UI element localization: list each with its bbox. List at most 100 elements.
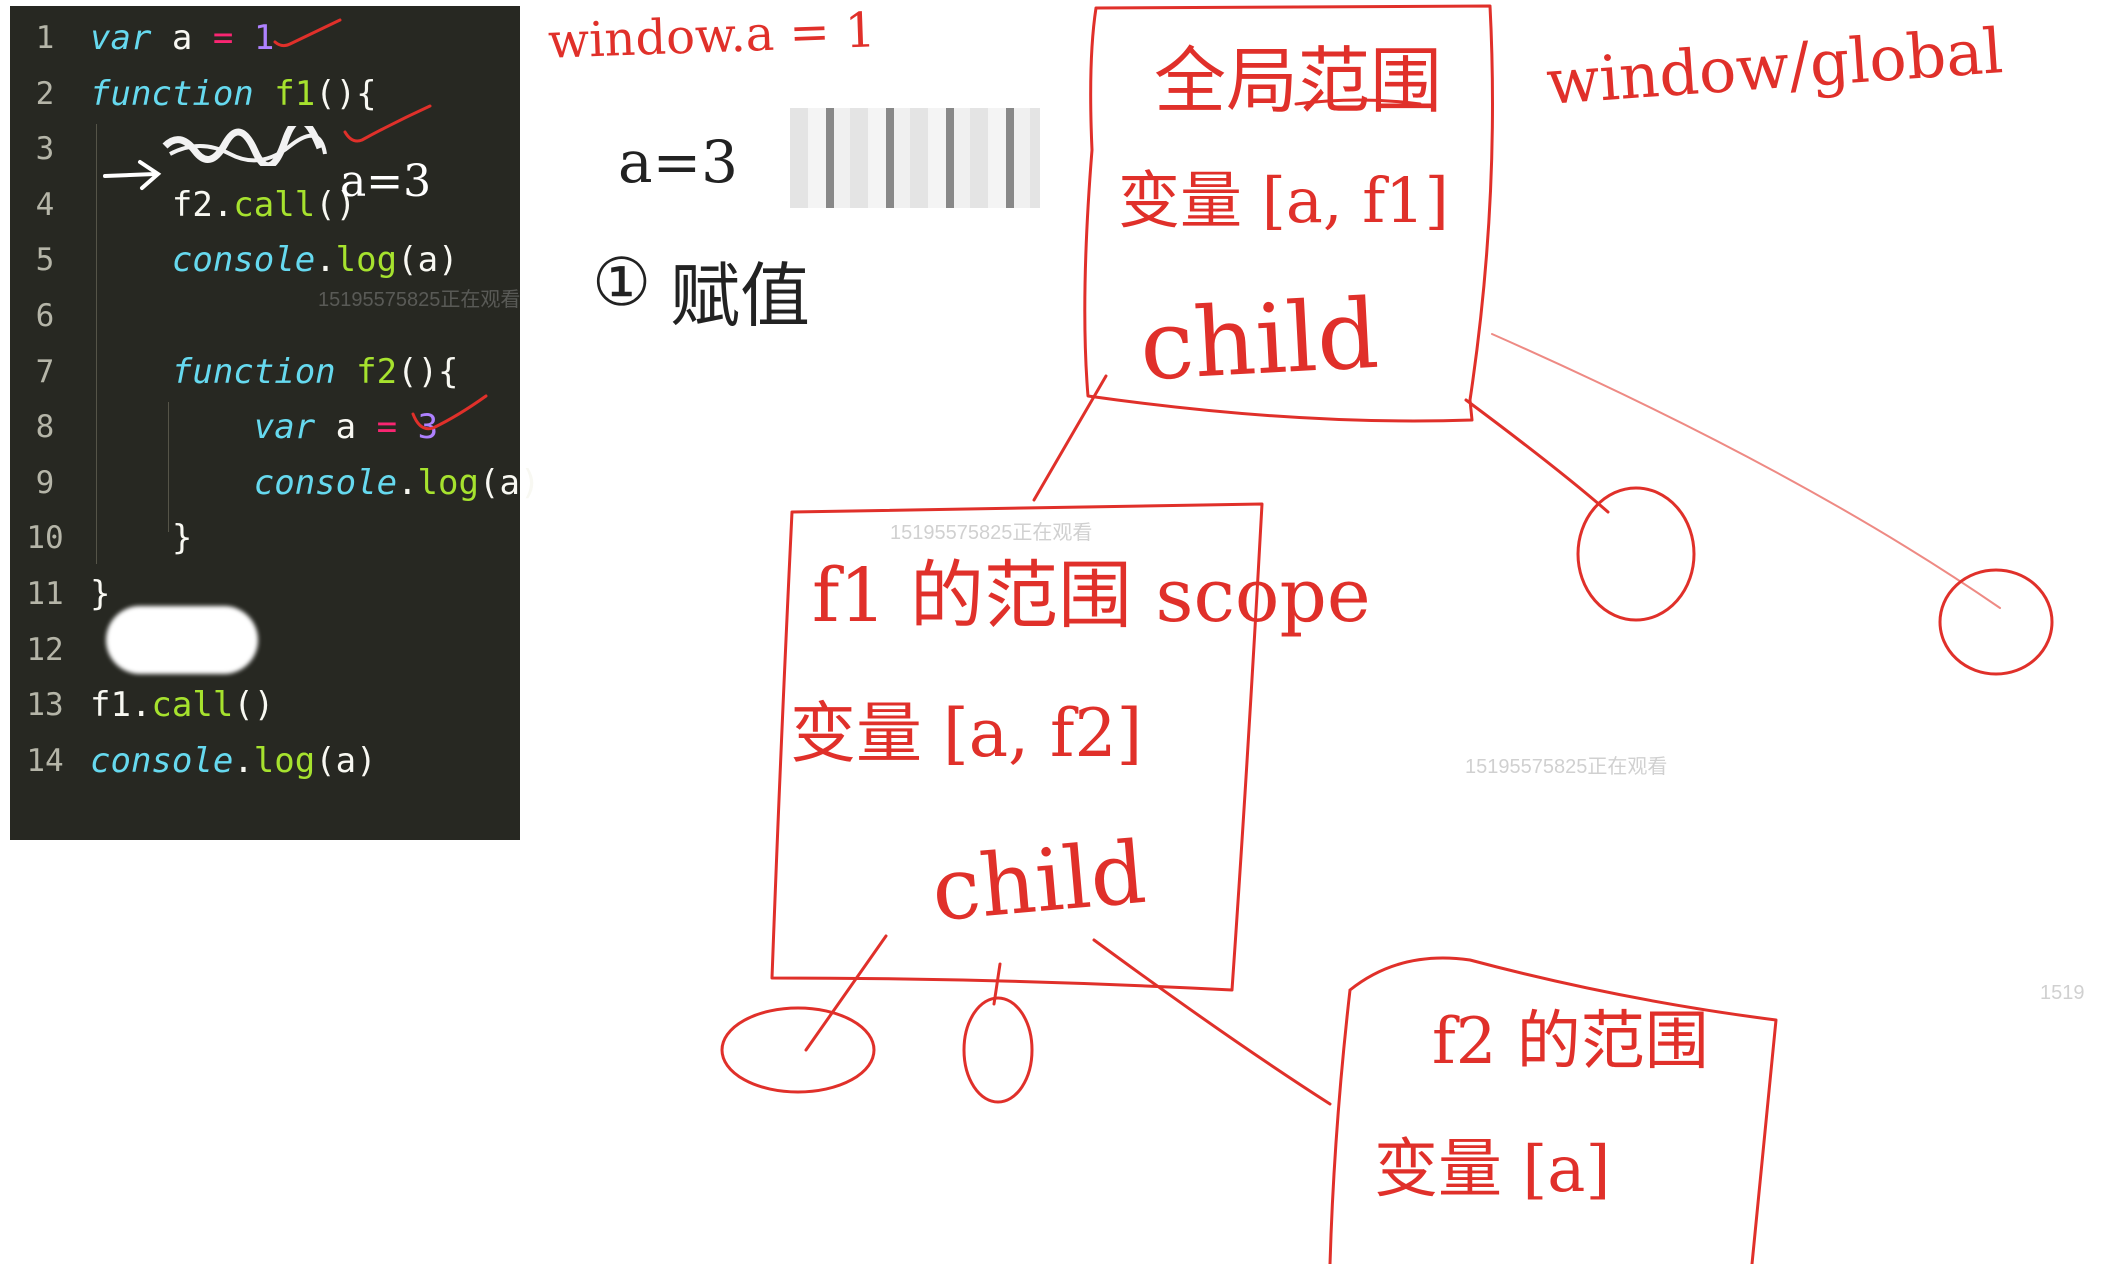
code-line[interactable]: 9 console.log(a) bbox=[10, 455, 541, 511]
code-line[interactable]: 12 bbox=[10, 622, 520, 678]
code-token: var bbox=[253, 407, 316, 448]
step-1-label: 赋值 bbox=[670, 255, 810, 337]
check-mark-line1 bbox=[273, 18, 342, 48]
annotation-a-eq-3-code: a=3 bbox=[340, 156, 432, 207]
f1-scope-child: child bbox=[928, 822, 1150, 942]
line-number: 14 bbox=[26, 742, 64, 779]
child-circle bbox=[1938, 568, 2054, 676]
code-token: (a) bbox=[478, 462, 541, 503]
child-circle bbox=[1576, 486, 1696, 622]
code-token: f2 bbox=[356, 351, 398, 392]
erased-blob bbox=[106, 606, 258, 674]
line-number: 7 bbox=[35, 353, 55, 390]
code-line[interactable]: 2 function f1(){ bbox=[10, 66, 520, 122]
code-line[interactable]: 14 console.log(a) bbox=[10, 732, 520, 789]
line-number: 5 bbox=[35, 242, 55, 279]
watermark: 15195575825正在观看 bbox=[890, 522, 1093, 544]
code-token: a bbox=[151, 18, 213, 58]
code-line[interactable]: 6 bbox=[10, 288, 520, 344]
code-token: (a) bbox=[397, 240, 459, 281]
code-text[interactable]: function f1(){ bbox=[90, 66, 377, 122]
line-number: 3 bbox=[35, 131, 55, 168]
code-token: = bbox=[212, 18, 234, 58]
check-mark-line3 bbox=[343, 104, 432, 143]
code-token: } bbox=[90, 518, 193, 559]
code-token: . bbox=[315, 240, 336, 281]
code-token: (a) bbox=[315, 740, 377, 781]
line-number: 1 bbox=[35, 20, 55, 56]
child-circle bbox=[720, 1006, 876, 1094]
code-token: var bbox=[90, 18, 152, 58]
code-token: log bbox=[417, 462, 479, 503]
global-scope-box bbox=[1083, 4, 1494, 423]
code-line[interactable]: 11} bbox=[10, 566, 520, 622]
code-line[interactable]: 3 bbox=[10, 121, 520, 177]
line-number: 13 bbox=[26, 687, 64, 724]
code-token: () bbox=[315, 184, 357, 225]
f1-scope-box bbox=[770, 502, 1264, 992]
watermark: 1519 bbox=[2040, 982, 2085, 1004]
code-token: f1 bbox=[274, 73, 316, 114]
code-token: function bbox=[171, 351, 336, 392]
code-token: = bbox=[376, 407, 398, 448]
global-to-f1-line bbox=[1032, 374, 1108, 502]
f1-scope-title: f1 的范围 scope bbox=[812, 553, 1371, 639]
code-token: 1 bbox=[253, 18, 275, 58]
code-token: console bbox=[253, 462, 398, 503]
indent-guide bbox=[96, 124, 97, 564]
f2-scope-vars: 变量 [a] bbox=[1374, 1133, 1611, 1207]
code-text[interactable]: var a = 1 bbox=[90, 10, 274, 66]
line-number: 11 bbox=[26, 576, 64, 612]
code-line[interactable]: 13 f1.call() bbox=[10, 677, 520, 733]
annotation-a-eq-3: a=3 bbox=[618, 128, 739, 196]
global-scope-title: 全局范围 bbox=[1154, 39, 1443, 123]
code-text[interactable]: f2.call() bbox=[90, 177, 356, 233]
code-token: a bbox=[315, 407, 377, 448]
indent-guide bbox=[168, 402, 169, 532]
code-token: (){ bbox=[315, 73, 377, 114]
code-line[interactable]: 4 f2.call() bbox=[10, 177, 520, 233]
code-token: (){ bbox=[397, 351, 459, 392]
code-token: call bbox=[233, 184, 316, 225]
line-number: 9 bbox=[35, 464, 55, 501]
code-text[interactable]: f1.call() bbox=[90, 677, 274, 733]
code-token: f2. bbox=[90, 184, 234, 225]
step-1-number: ① bbox=[592, 244, 652, 321]
line-number: 12 bbox=[26, 631, 64, 668]
global-scope-child: child bbox=[1137, 277, 1382, 403]
watermark: 15195575825正在观看 bbox=[1465, 756, 1668, 778]
code-text[interactable]: console.log(a) bbox=[90, 232, 459, 288]
code-token: () bbox=[233, 685, 275, 726]
code-text[interactable]: function f2(){ bbox=[90, 344, 459, 400]
f1-to-circle-line bbox=[804, 934, 888, 1052]
child-circle bbox=[962, 996, 1034, 1104]
code-line[interactable]: 5 console.log(a) bbox=[10, 232, 520, 288]
code-line[interactable]: 10 } bbox=[10, 510, 520, 566]
title-underline bbox=[1294, 98, 1422, 106]
line-number: 4 bbox=[35, 186, 55, 223]
code-token: . bbox=[397, 462, 418, 503]
code-line[interactable]: 8 var a = 3 bbox=[10, 399, 520, 455]
line-number: 2 bbox=[35, 75, 55, 112]
code-line[interactable]: 7 function f2(){ bbox=[10, 344, 520, 400]
code-text[interactable]: } bbox=[90, 510, 192, 566]
code-token: f1. bbox=[90, 685, 152, 726]
f1-to-f2-line bbox=[1092, 938, 1332, 1106]
code-token: call bbox=[151, 685, 234, 726]
global-scope-vars: 变量 [a, f1] bbox=[1118, 164, 1449, 237]
check-mark-line8 bbox=[411, 394, 488, 431]
code-text[interactable]: var a = 3 bbox=[90, 399, 438, 455]
code-text[interactable]: } bbox=[90, 566, 110, 622]
scribble-mark bbox=[162, 126, 327, 166]
global-to-circle-line bbox=[1464, 398, 1610, 514]
line-number: 8 bbox=[35, 409, 55, 446]
code-text[interactable]: console.log(a) bbox=[90, 455, 541, 511]
blurred-region bbox=[790, 108, 1040, 208]
arrow-icon bbox=[103, 160, 162, 190]
line-number: 10 bbox=[26, 520, 64, 557]
code-text[interactable]: console.log(a) bbox=[90, 733, 377, 789]
code-token: } bbox=[90, 574, 111, 614]
